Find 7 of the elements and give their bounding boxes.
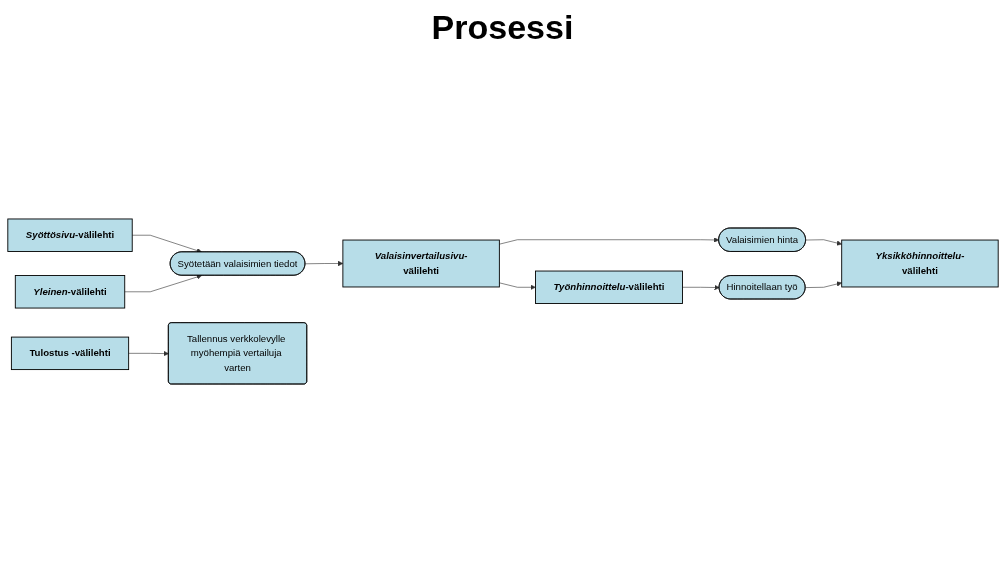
node-box: Syöttösivu-välilehti (6, 218, 133, 252)
node-box: Yksikköhinnoittelu-välilehti (840, 239, 999, 287)
node-box: Valaisinvertailusivu-välilehti (341, 239, 500, 287)
node-box: Tulostus -välilehti (10, 336, 129, 370)
node-box: Yleinen-välilehti (14, 274, 125, 308)
node-box: Työnhinnoittelu-välilehti (534, 270, 683, 304)
diagram-title: Prosessi (430, 8, 575, 47)
